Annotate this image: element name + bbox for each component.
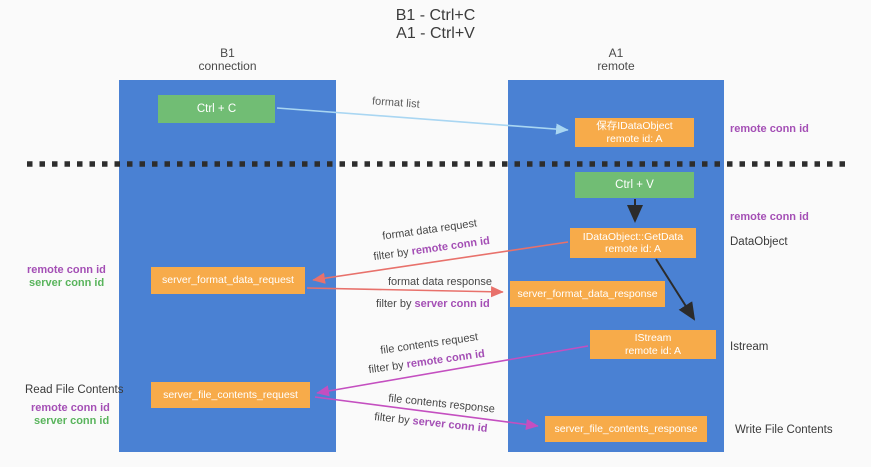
remote-conn-id-annotation-bottom-left: remote conn id [31,402,110,414]
server-format-data-request-box: server_format_data_request [151,267,305,294]
remote-conn-id-annotation-mid-left: remote conn id [27,264,106,276]
arrow-format-list [276,107,569,135]
istream-annotation: Istream [730,341,769,353]
title-line-1: B1 - Ctrl+C [395,7,476,24]
save-dataobject-box: 保存IDataObject remote id: A [575,118,694,147]
lane-b1-role: connection [198,59,257,73]
istream-line2: remote id: A [624,344,682,357]
getdata-line2: remote id: A [604,243,662,255]
save-dataobject-line1: 保存IDataObject [596,120,673,132]
lane-a1-name: A1 [608,46,624,60]
filter-by-text: filter by [376,298,412,310]
remote-conn-id-annotation-top-right: remote conn id [730,123,809,135]
remote-conn-id-annotation-mid-right: remote conn id [730,211,809,223]
ctrl-v-box: Ctrl + V [575,172,694,198]
arrow-format-data-response [306,286,504,298]
ctrl-c-label: Ctrl + C [196,102,237,115]
server-format-data-response-label: server_format_data_response [517,287,658,300]
server-file-contents-request-label: server_file_contents_request [163,388,298,401]
istream-line1: IStream [634,332,672,344]
format-data-response-label: format data response [388,276,492,288]
write-file-contents-annotation: Write File Contents [735,424,833,436]
server-file-contents-response-box: server_file_contents_response [545,416,707,442]
ctrl-v-label: Ctrl + V [615,178,654,191]
save-dataobject-line2: remote id: A [606,132,663,145]
server-conn-id-key: server conn id [414,298,490,310]
lane-b1-name: B1 [220,46,235,60]
read-file-contents-annotation: Read File Contents [25,384,124,396]
server-format-data-response-box: server_format_data_response [510,281,665,307]
ctrl-c-box: Ctrl + C [158,95,275,123]
server-conn-id-annotation-bottom-left: server conn id [34,415,110,427]
getdata-line1: IDataObject::GetData [582,230,684,243]
server-file-contents-request-box: server_file_contents_request [151,382,310,408]
lane-header-a1: A1 remote [508,47,724,73]
arrow-file-contents-request [316,345,589,397]
server-file-contents-response-label: server_file_contents_response [554,422,698,435]
istream-box: IStream remote id: A [590,330,716,359]
arrow-format-data-request [312,241,569,284]
lane-header-b1: B1 connection [119,47,336,73]
server-format-data-request-label: server_format_data_request [162,274,294,287]
server-conn-id-annotation-mid-left: server conn id [29,277,105,289]
arrow-getdata-to-istream [655,258,696,321]
idataobject-getdata-box: IDataObject::GetData remote id: A [570,228,696,258]
diagram-title: B1 - Ctrl+C A1 - Ctrl+V [0,7,871,43]
dataobject-annotation: DataObject [730,236,788,248]
arrow-file-contents-response [314,396,539,431]
title-line-2: A1 - Ctrl+V [396,25,475,42]
lane-a1-role: remote [597,59,635,73]
